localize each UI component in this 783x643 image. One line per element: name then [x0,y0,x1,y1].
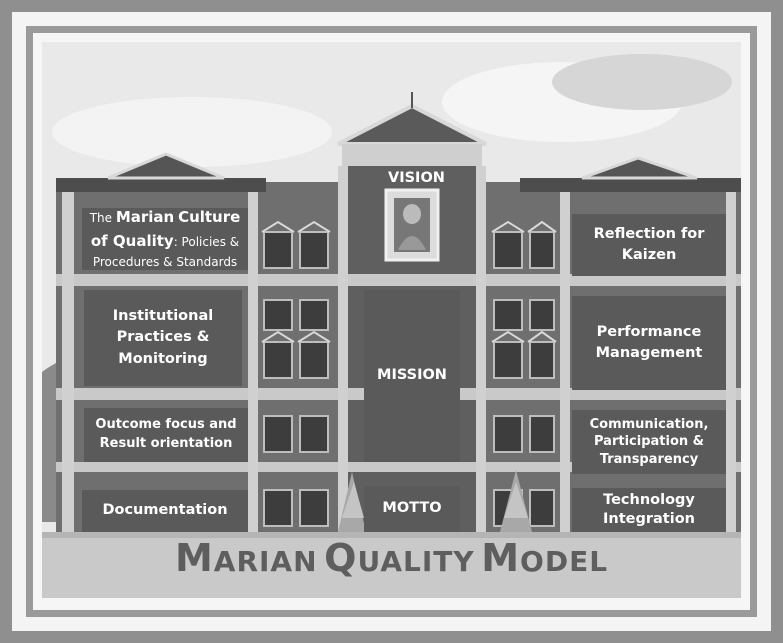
practices-line3: Monitoring [118,350,208,367]
building-scene: The Marian Culture of Quality: Policies … [42,42,741,598]
performance-management-panel: Performance Management [572,296,726,390]
reflection-line1: Reflection for [593,225,705,242]
title-word2-initial: Q [324,536,358,580]
culture-marian: Marian [115,208,175,227]
culture-policies: : Policies & [173,234,240,249]
title-word2-rest: UALITY [357,545,475,578]
technology-integration-panel: Technology Integration [572,488,726,532]
model-title: MARIAN QUALITY MODEL [42,536,741,580]
practices-line2: Practices & [116,329,210,346]
reflection-line2: Kaizen [621,247,677,263]
documentation-panel: Documentation [82,490,248,532]
title-word1-rest: ARIAN [213,545,318,578]
mission-panel: MISSION [364,290,460,462]
communication-line1: Communication, [589,416,709,432]
culture-of-quality-panel: The Marian Culture of Quality: Policies … [82,208,248,270]
culture-of-quality: of Quality [90,231,174,250]
communication-line3: Transparency [599,451,699,467]
outcome-focus-panel: Outcome focus and Result orientation [84,408,248,462]
title-word1-initial: M [174,536,214,580]
culture-culture: Culture [178,208,241,227]
performance-line1: Performance [596,323,702,340]
practices-line1: Institutional [112,308,214,325]
mission-label: MISSION [377,367,447,384]
culture-procedures: Procedures & Standards [92,254,238,269]
title-word3-rest: ODEL [520,545,609,578]
documentation-label: Documentation [102,502,228,519]
title-word3-initial: M [481,536,521,580]
performance-line2: Management [595,345,703,361]
communication-line2: Participation & [594,434,704,450]
reflection-kaizen-panel: Reflection for Kaizen [572,214,726,276]
vision-label: VISION [388,170,445,186]
outcome-line1: Outcome focus and [95,417,237,433]
motto-label: MOTTO [382,500,442,517]
communication-panel: Communication, Participation & Transpare… [572,410,726,474]
culture-the: The [89,211,113,226]
technology-line1: Technology [603,492,695,509]
motto-panel: MOTTO [364,486,460,532]
technology-line2: Integration [603,511,695,527]
outcome-line2: Result orientation [99,436,233,451]
institutional-practices-panel: Institutional Practices & Monitoring [84,290,242,386]
